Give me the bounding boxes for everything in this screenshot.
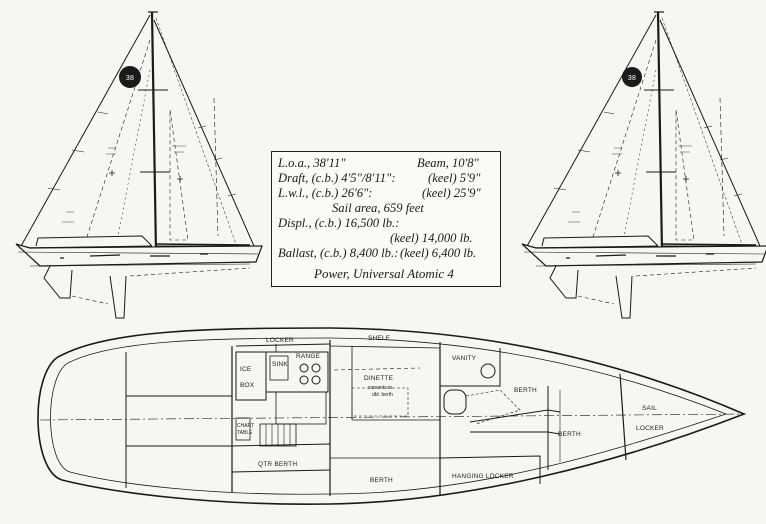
label-dbl-berth: dbl. berth [372, 392, 393, 398]
label-hanging-locker: HANGING LOCKER [452, 473, 514, 480]
wash-basin-icon [480, 363, 496, 379]
toilet-icon [443, 389, 467, 415]
sink-basin [269, 355, 289, 381]
spec-draft-cb: Draft, (c.b.) 4'5"/8'11": [278, 171, 396, 185]
sail-insignia-right-icon [622, 67, 642, 87]
spec-power: Power, Universal Atomic 4 [314, 266, 454, 281]
burner-icon [299, 363, 309, 373]
spec-draft-keel: (keel) 5'9" [428, 171, 481, 185]
burner-icon [299, 375, 309, 385]
label-box: BOX [240, 382, 255, 389]
label-locker: LOCKER [266, 337, 294, 344]
sail-insignia-left-icon [119, 66, 141, 88]
label-ice: ICE [240, 366, 252, 373]
spec-displ-cb: Displ., (c.b.) 16,500 lb.: [278, 216, 400, 230]
spec-displ-keel: (keel) 14,000 lb. [390, 231, 473, 245]
specifications-box: L.o.a., 38'11" Beam, 10'8" Draft, (c.b.)… [271, 151, 501, 287]
spec-lwl-keel: (keel) 25'9" [422, 186, 481, 200]
sail-plan-left: 38 [14, 10, 264, 320]
burner-icon [311, 363, 321, 373]
label-berth-upper: BERTH [514, 387, 537, 394]
hull-outline [37, 327, 747, 505]
label-sail: SAIL [642, 405, 657, 412]
label-qtr-berth: QTR BERTH [258, 461, 297, 468]
spec-ballast-cb: Ballast, (c.b.) 8,400 lb.: [278, 246, 399, 260]
label-shelf: SHELF [368, 335, 390, 342]
label-range: RANGE [296, 353, 321, 360]
label-berth-lower: BERTH [558, 431, 581, 438]
spec-beam: Beam, 10'8" [417, 156, 479, 170]
label-berth-aft: BERTH [370, 477, 393, 484]
spec-ballast-keel: (keel) 6,400 lb. [400, 246, 477, 260]
label-chart: CHART [237, 423, 254, 429]
plan-labels: LOCKER SHELF RANGE SINK ICE BOX VANITY D… [237, 335, 664, 484]
label-sail-locker: LOCKER [636, 425, 664, 432]
sail-number-right: 38 [628, 75, 636, 82]
label-table: TABLE [237, 430, 253, 436]
label-vanity: VANITY [452, 355, 477, 362]
spec-sail-area: Sail area, 659 feet [332, 201, 424, 215]
sail-plan-right: 38 [520, 10, 766, 320]
burner-icon [311, 375, 321, 385]
spec-lwl-cb: L.w.l., (c.b.) 26'6": [278, 186, 373, 200]
label-sink: SINK [272, 361, 288, 368]
label-converts-to: converts to [368, 385, 393, 391]
spec-loa: L.o.a., 38'11" [278, 156, 346, 170]
label-dinette: DINETTE [364, 375, 394, 382]
sail-number-left: 38 [126, 75, 134, 82]
accommodation-plan [37, 327, 747, 505]
